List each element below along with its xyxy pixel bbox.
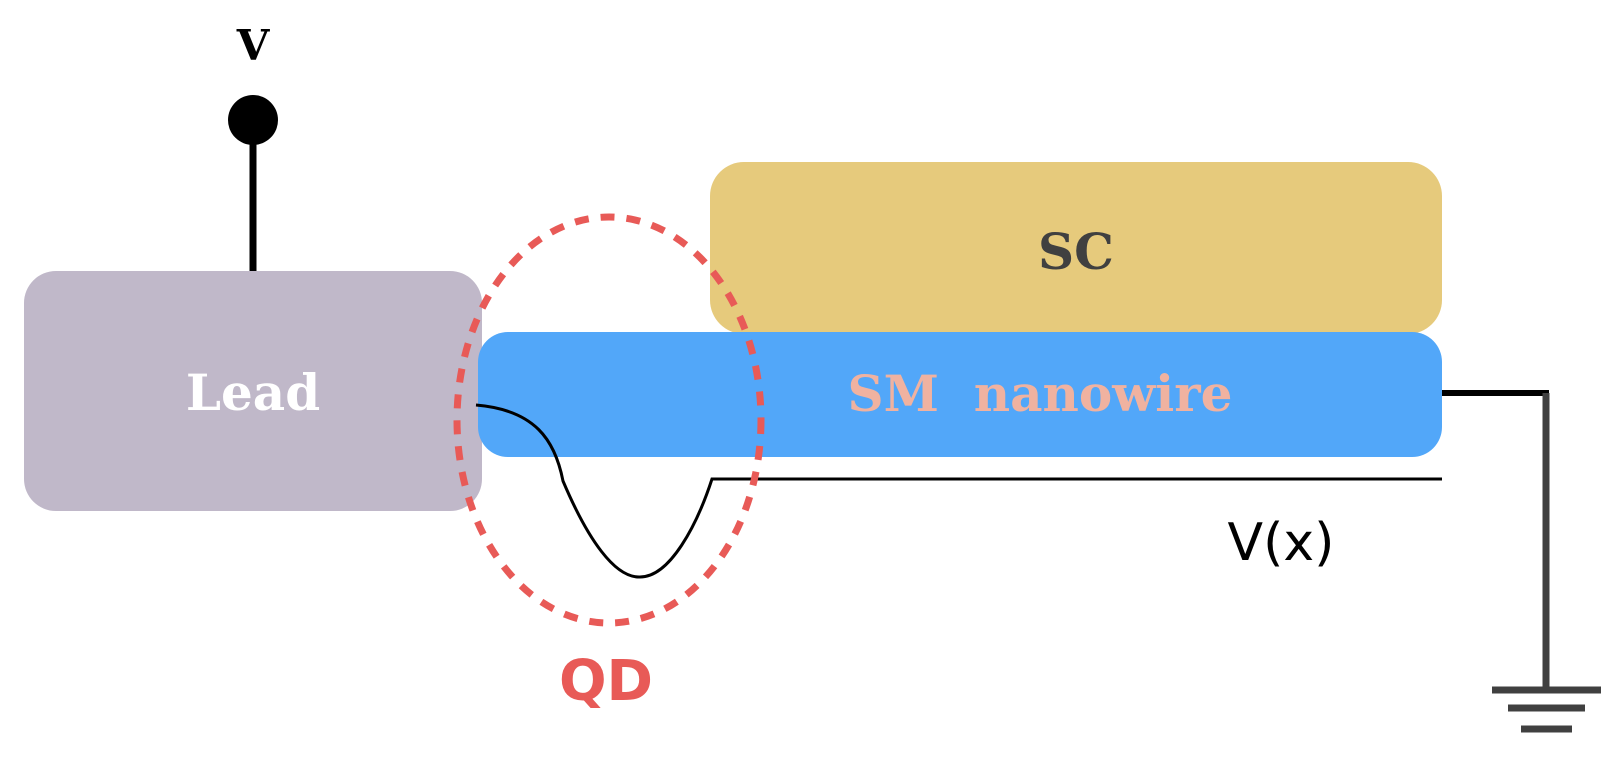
nanowire-block bbox=[478, 332, 1442, 457]
sc-label: SC bbox=[1038, 222, 1114, 281]
sc-block bbox=[710, 162, 1442, 334]
quantum-dot-region bbox=[453, 213, 765, 627]
qd-label: QD bbox=[559, 649, 653, 714]
voltage-terminal-dot bbox=[228, 95, 278, 145]
voltage-label: V bbox=[236, 21, 271, 70]
lead-block bbox=[24, 271, 482, 511]
potential-profile-curve bbox=[475, 403, 1442, 579]
ground-icon bbox=[1442, 390, 1601, 733]
nanowire-label: SM nanowire bbox=[848, 364, 1233, 423]
potential-label: V(x) bbox=[1228, 513, 1335, 573]
voltage-terminal-icon bbox=[228, 95, 278, 274]
lead-label: Lead bbox=[186, 363, 320, 422]
